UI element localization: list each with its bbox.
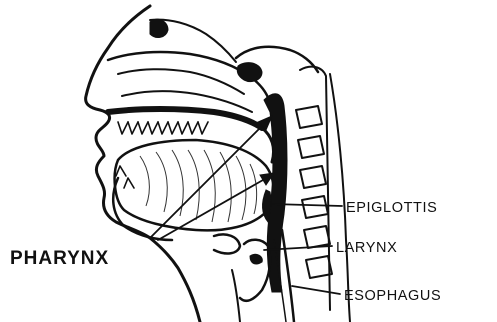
label-pharynx: PHARYNX <box>10 248 109 269</box>
head-illustration <box>86 6 350 322</box>
hyoid-bone <box>214 234 240 253</box>
pharynx-arrow-upper <box>150 120 268 238</box>
esophagus-leader <box>292 286 340 294</box>
cervical-vertebrae <box>296 67 332 310</box>
hard-palate <box>108 109 262 128</box>
label-esophagus: ESOPHAGUS <box>344 288 441 304</box>
sphenoid-sinus <box>237 63 262 82</box>
upper-teeth <box>118 122 208 134</box>
label-epiglottis: EPIGLOTTIS <box>346 200 437 216</box>
nasal-turbinate-mid <box>118 69 244 94</box>
trachea <box>232 270 240 322</box>
back-of-neck <box>330 74 350 322</box>
label-larynx: LARYNX <box>336 240 397 256</box>
epiglottis-flap <box>263 190 271 222</box>
sinus-shadow <box>150 19 168 37</box>
vocal-fold <box>250 254 262 264</box>
tongue-hatching <box>140 150 257 222</box>
tongue <box>115 140 274 230</box>
larynx-body <box>240 240 270 301</box>
